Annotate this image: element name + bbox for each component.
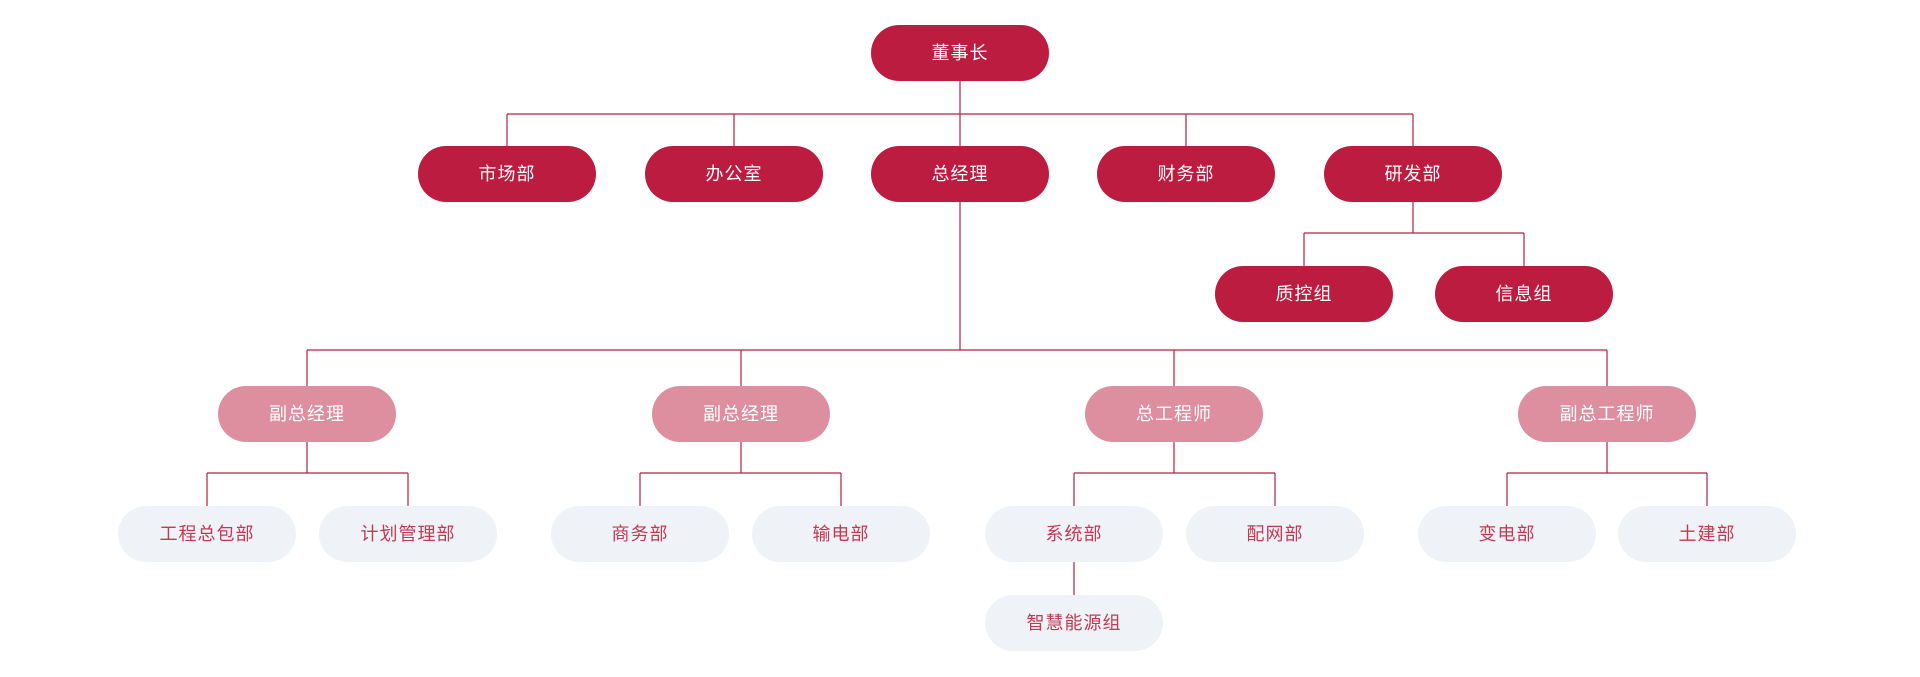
org-node-deputy-chief-engineer[interactable]: 副总工程师 [1518,386,1696,442]
org-node-general-manager[interactable]: 总经理 [871,146,1049,202]
org-node-deputy-gm-1[interactable]: 副总经理 [218,386,396,442]
org-node-transmission-dept[interactable]: 输电部 [752,506,930,562]
org-node-label: 办公室 [705,164,763,184]
org-node-label: 系统部 [1045,524,1103,544]
org-node-label: 信息组 [1495,284,1553,304]
org-node-chief-engineer[interactable]: 总工程师 [1085,386,1263,442]
org-node-label: 财务部 [1157,164,1215,184]
org-node-label: 计划管理部 [360,524,456,544]
org-node-system-dept[interactable]: 系统部 [985,506,1163,562]
org-node-distribution-dept[interactable]: 配网部 [1186,506,1364,562]
org-node-label: 配网部 [1246,524,1304,544]
org-node-office[interactable]: 办公室 [645,146,823,202]
org-node-label: 副总工程师 [1559,404,1655,424]
org-node-label: 研发部 [1384,164,1442,184]
org-node-marketing-dept[interactable]: 市场部 [418,146,596,202]
org-node-label: 副总经理 [269,404,345,424]
org-node-civil-dept[interactable]: 土建部 [1618,506,1796,562]
org-node-label: 董事长 [931,43,989,63]
org-node-chairman[interactable]: 董事长 [871,25,1049,81]
org-node-label: 商务部 [611,524,669,544]
org-node-label: 质控组 [1275,284,1333,304]
org-node-label: 副总经理 [703,404,779,424]
org-node-qc-group[interactable]: 质控组 [1215,266,1393,322]
org-node-label: 变电部 [1478,524,1536,544]
org-node-rd-dept[interactable]: 研发部 [1324,146,1502,202]
org-node-label: 市场部 [478,164,536,184]
org-node-label: 总工程师 [1136,404,1212,424]
org-node-business-dept[interactable]: 商务部 [551,506,729,562]
org-node-label: 智慧能源组 [1026,613,1122,633]
org-node-label: 总经理 [931,164,989,184]
org-node-deputy-gm-2[interactable]: 副总经理 [652,386,830,442]
org-node-finance-dept[interactable]: 财务部 [1097,146,1275,202]
org-node-label: 输电部 [812,524,870,544]
org-node-planning-dept[interactable]: 计划管理部 [319,506,497,562]
org-node-label: 土建部 [1678,524,1736,544]
org-node-epc-dept[interactable]: 工程总包部 [118,506,296,562]
org-node-info-group[interactable]: 信息组 [1435,266,1613,322]
org-node-label: 工程总包部 [159,524,255,544]
org-node-smart-energy-group[interactable]: 智慧能源组 [985,595,1163,651]
org-node-substation-dept[interactable]: 变电部 [1418,506,1596,562]
